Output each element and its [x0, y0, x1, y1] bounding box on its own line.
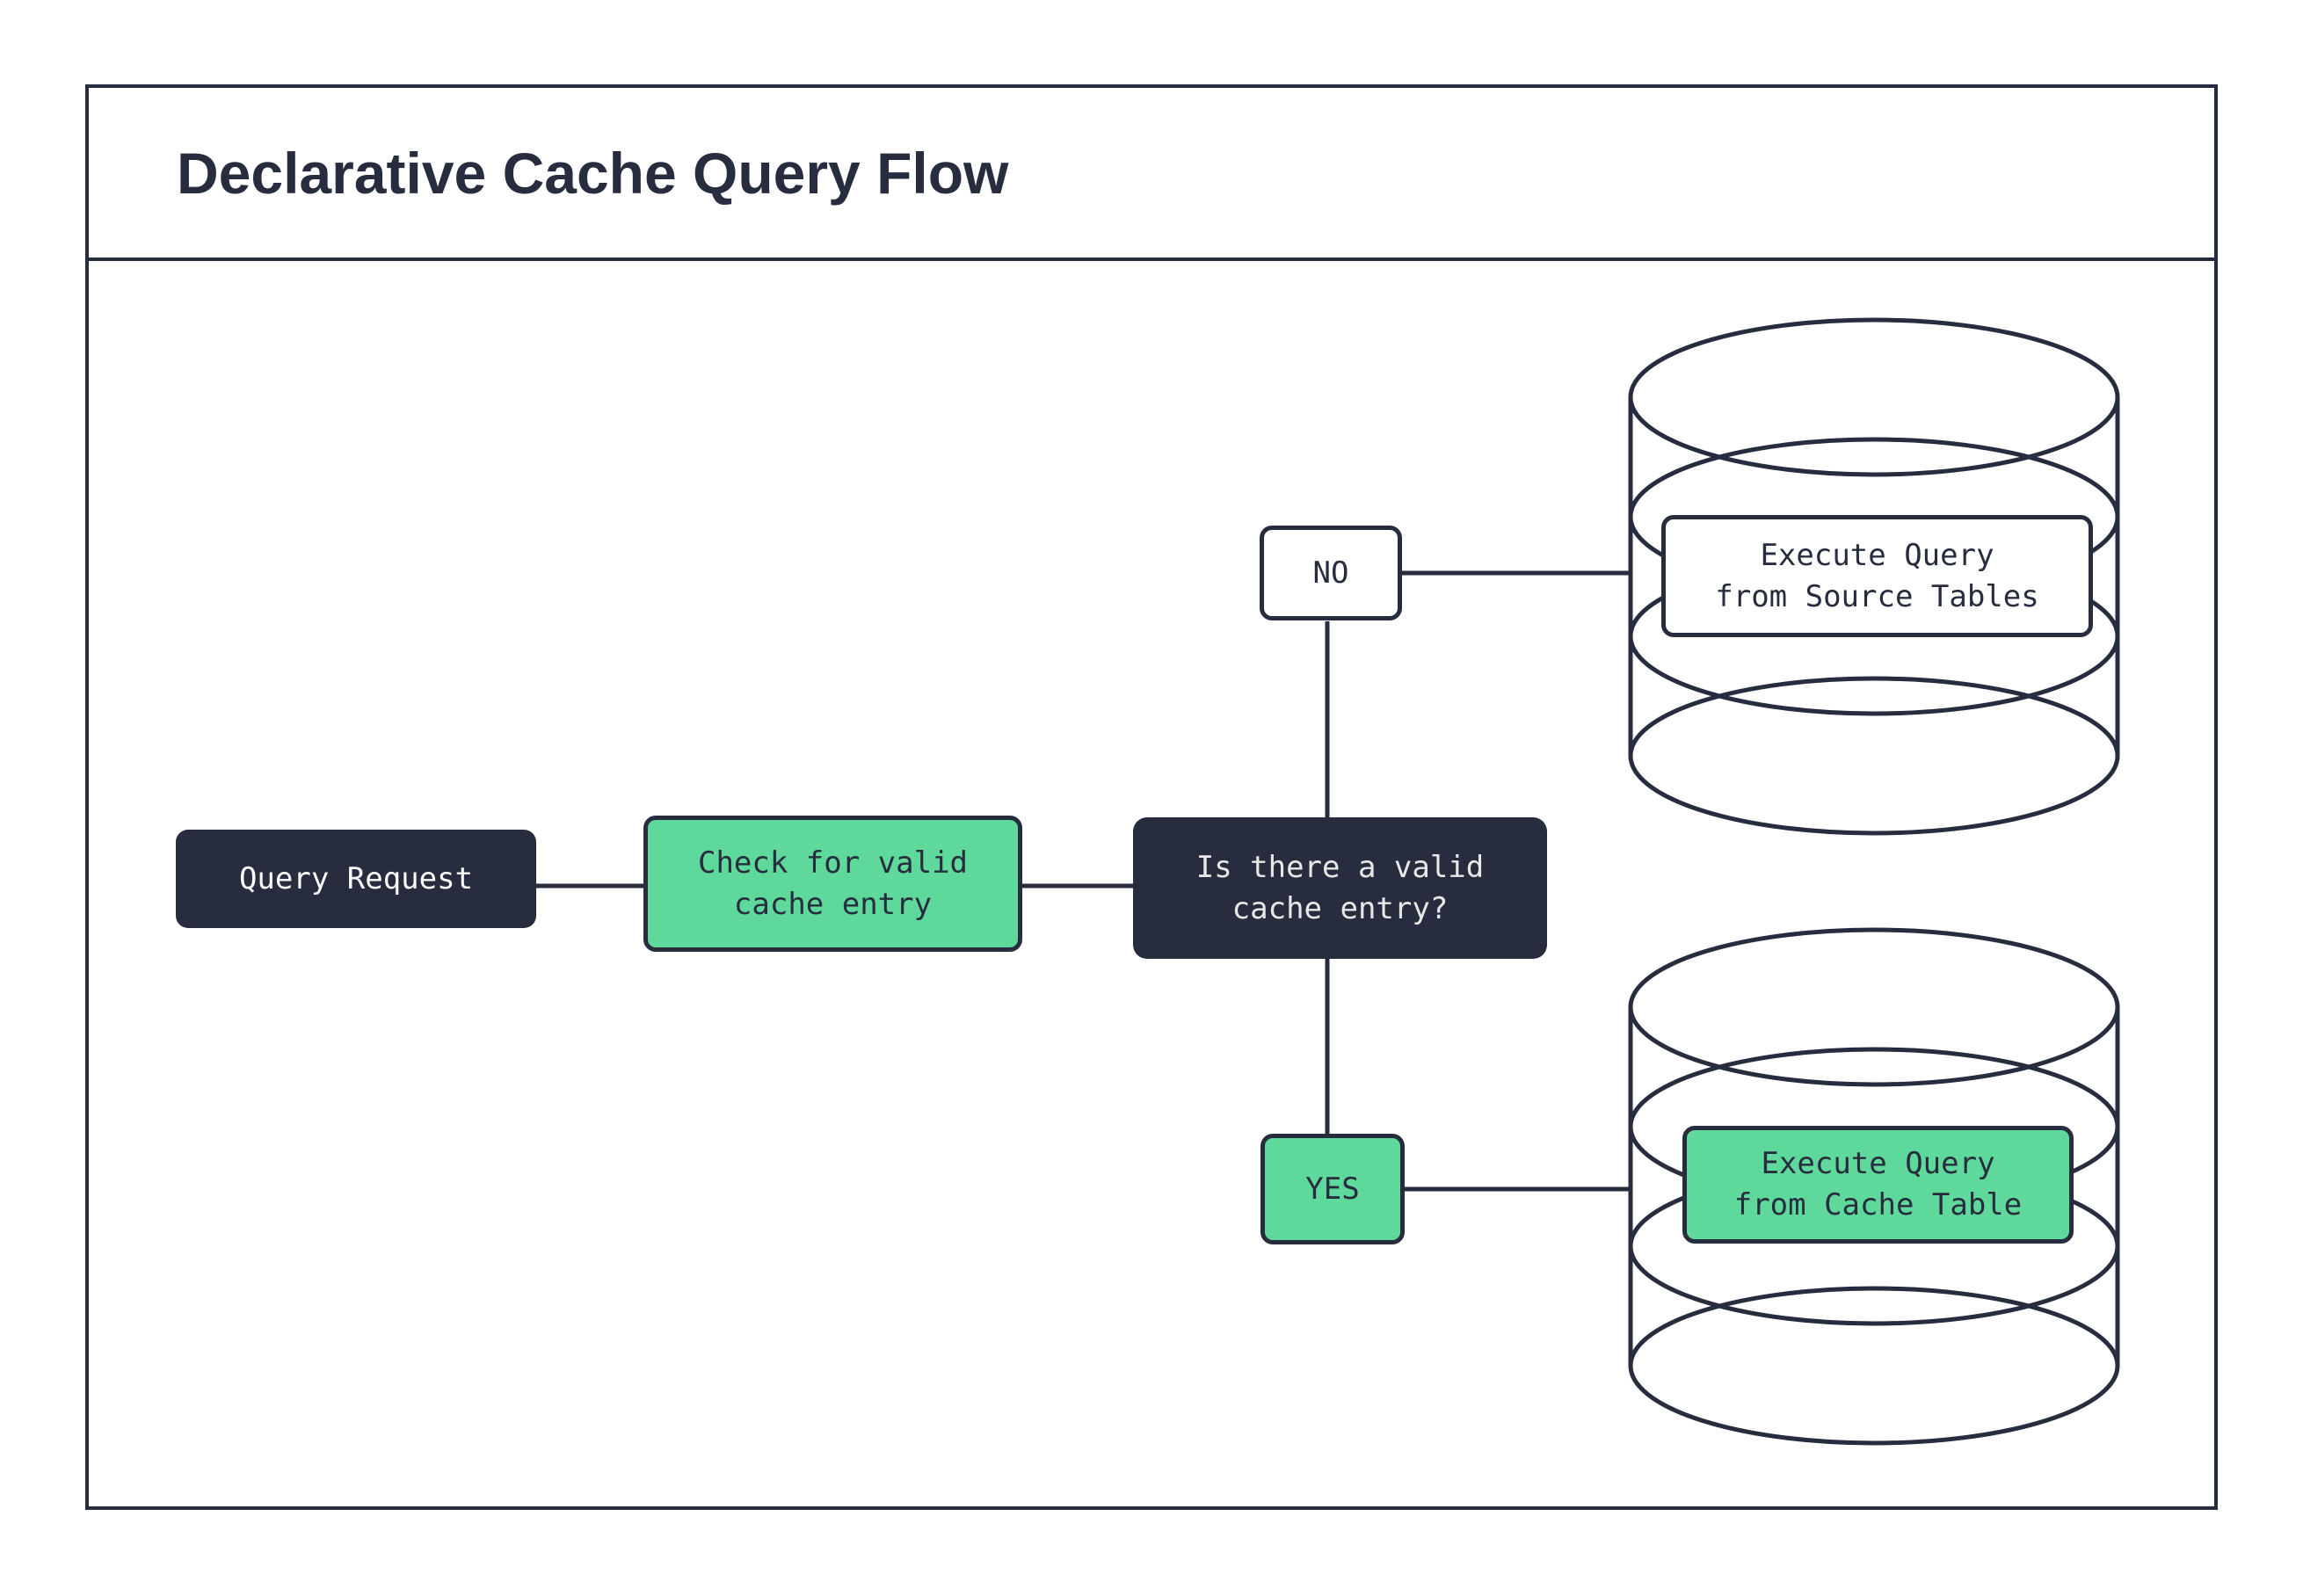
query-request-node: Query Request [176, 830, 536, 928]
decision-label-line2: cache entry? [1231, 890, 1449, 926]
source-db-label-node: Execute Query from Source Tables [1661, 515, 2093, 637]
page-title: Declarative Cache Query Flow [177, 140, 1009, 206]
check-cache-label-line1: Check for valid [697, 845, 969, 881]
source-db-label-line2: from Source Tables [1715, 578, 2039, 614]
cache-db-label-line2: from Cache Table [1733, 1187, 2023, 1222]
yes-branch-label: YES [1305, 1171, 1360, 1207]
decision-node: Is there a valid cache entry? [1133, 817, 1547, 959]
decision-label-line1: Is there a valid [1195, 849, 1485, 885]
query-request-label: Query Request [238, 860, 474, 896]
flow-connectors [536, 570, 1632, 1192]
source-db-label-line1: Execute Query [1760, 537, 1994, 573]
check-cache-node: Check for valid cache entry [643, 816, 1022, 952]
cache-db-label-node: Execute Query from Cache Table [1682, 1126, 2074, 1244]
yes-branch-node: YES [1260, 1134, 1405, 1244]
cache-db-label-line1: Execute Query [1761, 1146, 1995, 1182]
title-bar: Declarative Cache Query Flow [89, 88, 2214, 261]
no-branch-node: NO [1260, 526, 1402, 620]
check-cache-label-line2: cache entry [733, 886, 933, 922]
no-branch-label: NO [1312, 555, 1349, 591]
diagram-frame: Declarative Cache Query Flow [85, 84, 2218, 1510]
